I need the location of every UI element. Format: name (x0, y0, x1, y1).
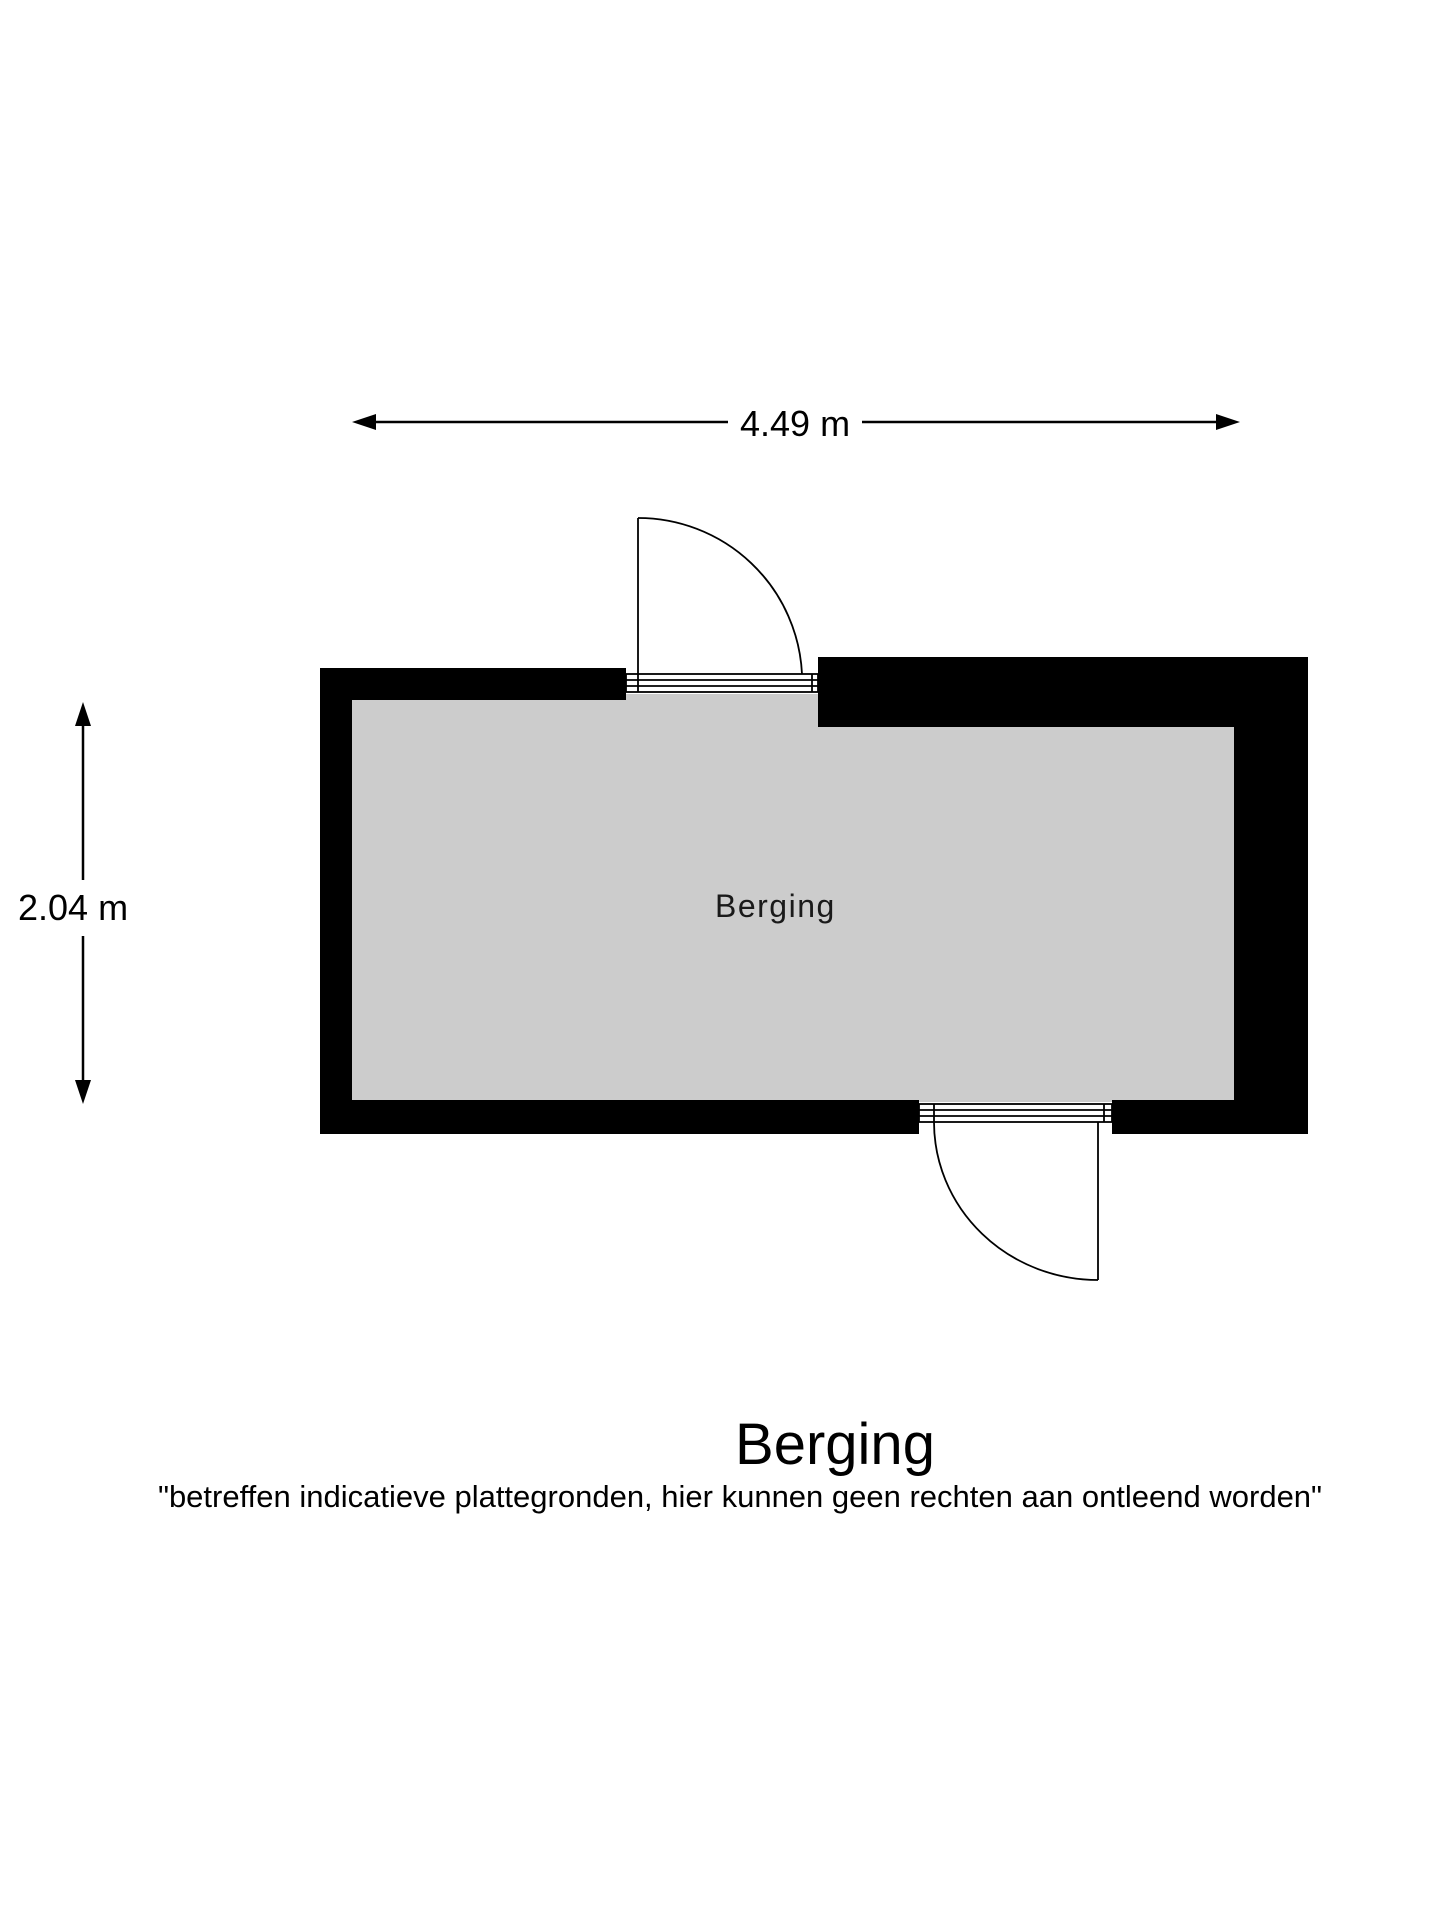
plan-title: Berging (735, 1412, 935, 1477)
arrow-right-icon (1216, 414, 1240, 430)
room-label: Berging (715, 888, 836, 924)
door-bottom (918, 1103, 1113, 1281)
wall-top-right (818, 657, 1308, 727)
arrow-up-icon (75, 702, 91, 726)
wall-left (320, 668, 352, 1134)
height-dimension-label: 2.04 m (18, 880, 129, 936)
wall-bottom-left (320, 1100, 919, 1134)
plan-disclaimer: "betreffen indicatieve plattegronden, hi… (157, 1479, 1323, 1514)
wall-top-left (320, 668, 626, 700)
door-top (625, 517, 819, 693)
arrow-down-icon (75, 1080, 91, 1104)
room-floor (351, 694, 1239, 1102)
arrow-left-icon (352, 414, 376, 430)
wall-right (1234, 657, 1308, 1134)
width-dimension-label: 4.49 m (728, 402, 863, 446)
wall-bottom-right (1112, 1100, 1308, 1134)
walls (320, 657, 1308, 1134)
